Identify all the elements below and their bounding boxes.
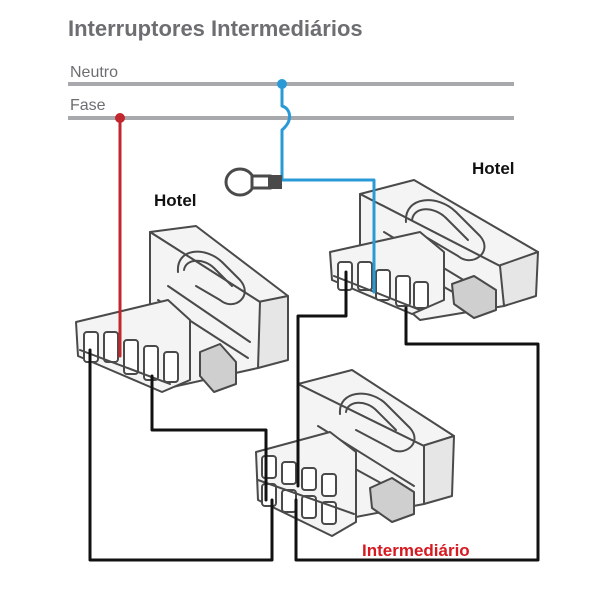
neutral-wire [266,82,291,182]
intermediate-label: Intermediário [362,541,470,560]
lamp-to-right-switch-wire [280,178,376,294]
right-hotel-switch [329,179,539,321]
right-hotel-label: Hotel [472,159,515,178]
lamp-icon [224,167,282,197]
diagram-title: Interruptores Intermediários [68,16,363,41]
neutral-junction-dot [277,79,287,89]
phase-label: Fase [70,97,106,114]
left-to-bottom-wire [150,374,268,502]
left-hotel-switch [75,225,289,393]
lamp-label: Hotel [154,191,197,210]
left-outer-return-wire [88,348,274,562]
right-to-bottom-wire-a [296,270,348,488]
right-to-bottom-wire-b [294,306,540,562]
intermediate-switch [255,369,455,537]
phase-junction-dot [115,113,125,123]
neutral-label: Neutro [70,64,118,81]
